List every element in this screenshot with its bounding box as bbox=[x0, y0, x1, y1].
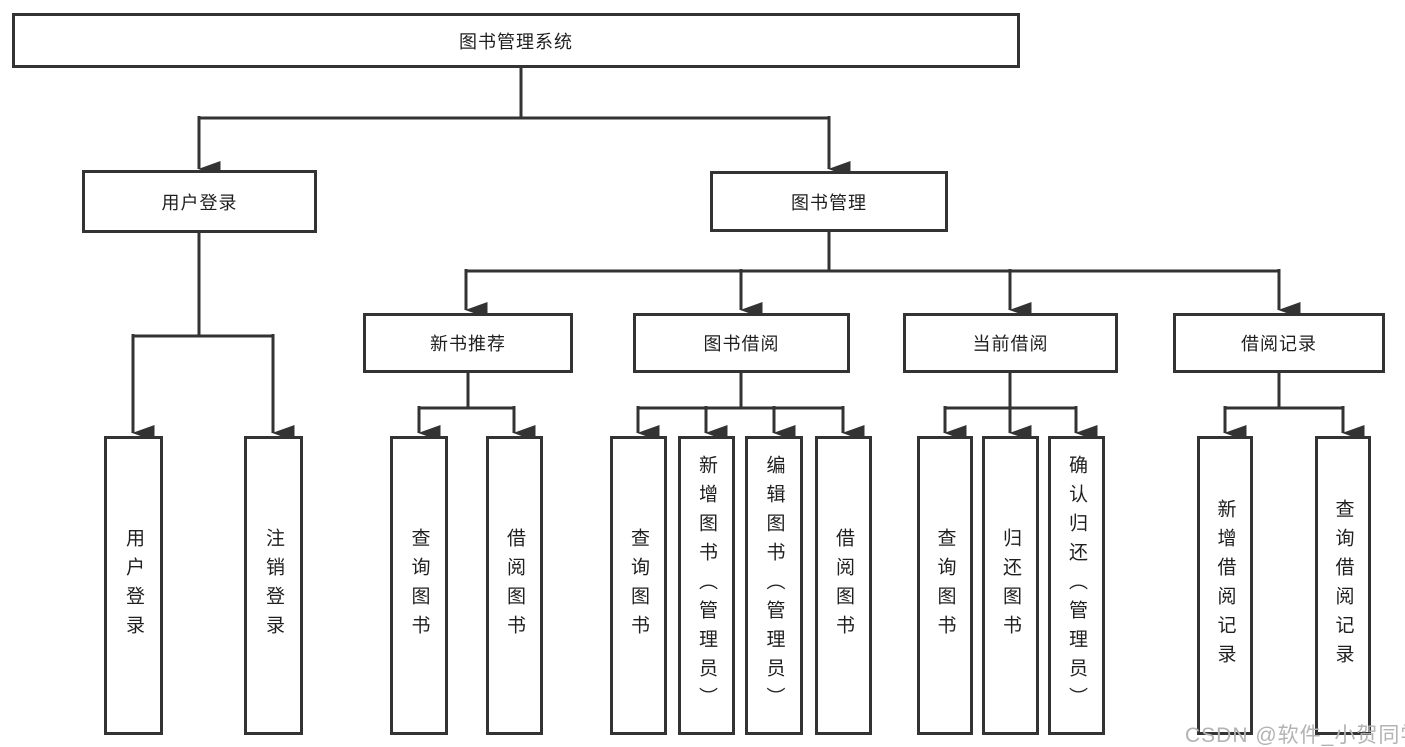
leaf-borrow-books: 借阅图书 bbox=[815, 436, 872, 735]
leaf-label: 确认归还（管理员） bbox=[1066, 455, 1087, 716]
root-box-library-system: 图书管理系统 bbox=[12, 13, 1020, 68]
leaf-label: 注销登录 bbox=[263, 527, 284, 644]
csdn-watermark: CSDN @软件_小贺同学 bbox=[1185, 724, 1405, 747]
leaf-label: 查询图书 bbox=[934, 527, 956, 644]
node-user-login: 用户登录 bbox=[82, 170, 317, 233]
node-label: 用户登录 bbox=[161, 192, 238, 213]
leaf-edit-book-admin: 编辑图书（管理员） bbox=[745, 436, 803, 735]
leaf-label: 新增借阅记录 bbox=[1214, 498, 1236, 673]
leaf-query-books-recommend: 查询图书 bbox=[390, 436, 448, 735]
leaf-label: 查询借阅记录 bbox=[1332, 498, 1354, 673]
node-label: 图书借阅 bbox=[703, 334, 780, 354]
leaf-return-books: 归还图书 bbox=[982, 436, 1039, 735]
leaf-label: 用户登录 bbox=[123, 527, 144, 644]
node-current-borrow: 当前借阅 bbox=[903, 313, 1118, 373]
leaf-label: 查询图书 bbox=[408, 527, 430, 644]
node-borrow-records: 借阅记录 bbox=[1173, 313, 1385, 373]
leaf-query-books-borrow: 查询图书 bbox=[610, 436, 667, 735]
node-label: 新书推荐 bbox=[430, 334, 506, 354]
node-book-borrow: 图书借阅 bbox=[633, 313, 850, 373]
leaf-label: 借阅图书 bbox=[833, 527, 854, 644]
root-label: 图书管理系统 bbox=[459, 31, 573, 52]
leaf-add-borrow-record: 新增借阅记录 bbox=[1197, 436, 1253, 735]
node-new-book-recommend: 新书推荐 bbox=[363, 313, 573, 373]
leaf-label: 归还图书 bbox=[1000, 527, 1021, 644]
leaf-label: 借阅图书 bbox=[504, 527, 525, 644]
node-book-management: 图书管理 bbox=[710, 171, 948, 232]
leaf-add-book-admin: 新增图书（管理员） bbox=[678, 436, 735, 735]
leaf-user-login: 用户登录 bbox=[104, 436, 163, 735]
node-label: 图书管理 bbox=[791, 192, 867, 213]
node-label: 借阅记录 bbox=[1241, 334, 1317, 354]
leaf-logout: 注销登录 bbox=[244, 436, 303, 735]
leaf-borrow-books-recommend: 借阅图书 bbox=[486, 436, 543, 735]
leaf-confirm-return-admin: 确认归还（管理员） bbox=[1048, 436, 1105, 735]
leaf-query-borrow-record: 查询借阅记录 bbox=[1315, 436, 1371, 735]
node-label: 当前借阅 bbox=[972, 334, 1049, 354]
leaf-query-books-current: 查询图书 bbox=[917, 436, 973, 735]
leaf-label: 查询图书 bbox=[628, 527, 649, 644]
leaf-label: 编辑图书（管理员） bbox=[763, 455, 785, 716]
leaf-label: 新增图书（管理员） bbox=[696, 455, 717, 716]
